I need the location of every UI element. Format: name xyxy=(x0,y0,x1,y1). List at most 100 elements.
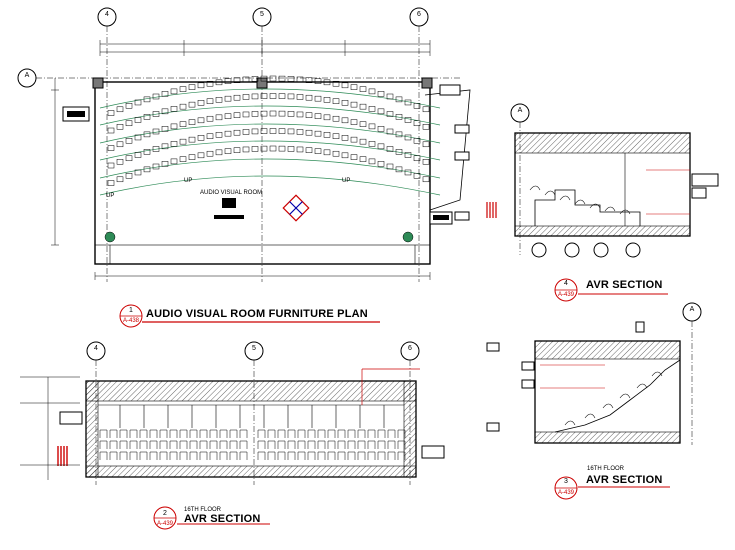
section-seat xyxy=(367,451,376,460)
section-seat xyxy=(377,440,386,449)
seat xyxy=(260,75,268,82)
section-seat xyxy=(189,429,198,438)
seat xyxy=(305,77,313,83)
section3-sheet-ref: A-439 xyxy=(557,490,574,496)
seat xyxy=(251,93,259,100)
seat xyxy=(242,76,250,83)
seat xyxy=(233,94,241,101)
seat xyxy=(215,149,223,156)
section2-grid-label-4: 4 xyxy=(94,345,98,352)
seat xyxy=(161,126,169,132)
seat xyxy=(143,166,151,173)
seat xyxy=(161,108,169,115)
seat xyxy=(152,93,160,100)
section-seat xyxy=(307,451,316,460)
section-seat xyxy=(109,451,118,460)
seat xyxy=(116,141,124,148)
section-seat xyxy=(277,451,286,460)
grid-label-6: 6 xyxy=(417,11,421,18)
section-seat xyxy=(129,440,138,449)
section-seat xyxy=(297,451,306,460)
seat xyxy=(395,166,403,173)
section-seat xyxy=(287,429,296,438)
seat xyxy=(107,162,115,169)
section-seat xyxy=(219,429,228,438)
seat xyxy=(413,103,421,109)
avr-section-3 xyxy=(486,302,702,500)
grid-label-a: A xyxy=(24,72,30,79)
furniture-plan xyxy=(17,7,471,328)
seat xyxy=(215,79,223,86)
seat xyxy=(404,99,412,106)
section-seat xyxy=(327,440,336,449)
up-label-center: UP xyxy=(184,178,193,184)
seat xyxy=(377,143,385,150)
grid-label-4: 4 xyxy=(105,11,109,18)
seat xyxy=(368,141,376,147)
seat xyxy=(107,180,115,186)
section-seat xyxy=(199,451,208,460)
seat xyxy=(188,84,196,90)
seat xyxy=(305,94,313,101)
seat xyxy=(125,155,133,162)
seat xyxy=(350,84,358,90)
section-seat xyxy=(179,451,188,460)
section-seat xyxy=(297,440,306,449)
section-seat xyxy=(179,429,188,438)
seat xyxy=(188,136,196,143)
seat xyxy=(359,121,367,127)
seat xyxy=(314,95,322,102)
seat xyxy=(233,77,241,83)
seat xyxy=(125,120,133,127)
seat xyxy=(413,138,421,144)
seat xyxy=(395,131,403,138)
up-label-left: UP xyxy=(106,193,115,199)
avr-section-2 xyxy=(20,341,445,530)
section-seat xyxy=(327,451,336,460)
section-seat xyxy=(189,451,198,460)
seat xyxy=(287,128,295,135)
seat xyxy=(179,121,187,127)
seat xyxy=(125,138,133,144)
section-seat xyxy=(397,429,406,438)
section-seat xyxy=(239,440,248,449)
seat xyxy=(188,101,196,108)
seat xyxy=(395,114,403,120)
section-seat xyxy=(199,440,208,449)
seat xyxy=(386,128,394,135)
seat xyxy=(305,112,313,118)
seat xyxy=(350,136,358,143)
section-seat xyxy=(357,429,366,438)
seat xyxy=(377,108,385,115)
seat xyxy=(332,150,340,157)
seat xyxy=(323,79,331,86)
section-seat xyxy=(347,429,356,438)
seat xyxy=(413,155,421,162)
seat xyxy=(233,147,241,153)
section-seat xyxy=(99,440,108,449)
section-seat xyxy=(367,440,376,449)
section4-grid-label-a: A xyxy=(517,107,523,114)
plan-sheet-ref: A-438 xyxy=(122,318,139,324)
seat xyxy=(422,176,430,183)
seat xyxy=(224,148,232,154)
section2-grid-label-5: 5 xyxy=(252,345,256,352)
seat xyxy=(134,99,142,106)
seat xyxy=(314,130,322,137)
section-seat xyxy=(267,429,276,438)
section-seat xyxy=(257,429,266,438)
seat xyxy=(233,112,241,118)
section-seat xyxy=(229,429,238,438)
seat xyxy=(260,128,268,134)
section-seat xyxy=(317,451,326,460)
section-seat xyxy=(109,440,118,449)
seat xyxy=(179,138,187,145)
seat xyxy=(242,146,250,153)
seat xyxy=(134,134,142,141)
seat xyxy=(404,134,412,141)
seat xyxy=(197,82,205,89)
section-seat xyxy=(219,451,228,460)
grid-label-5: 5 xyxy=(260,11,264,18)
seat xyxy=(359,156,367,162)
